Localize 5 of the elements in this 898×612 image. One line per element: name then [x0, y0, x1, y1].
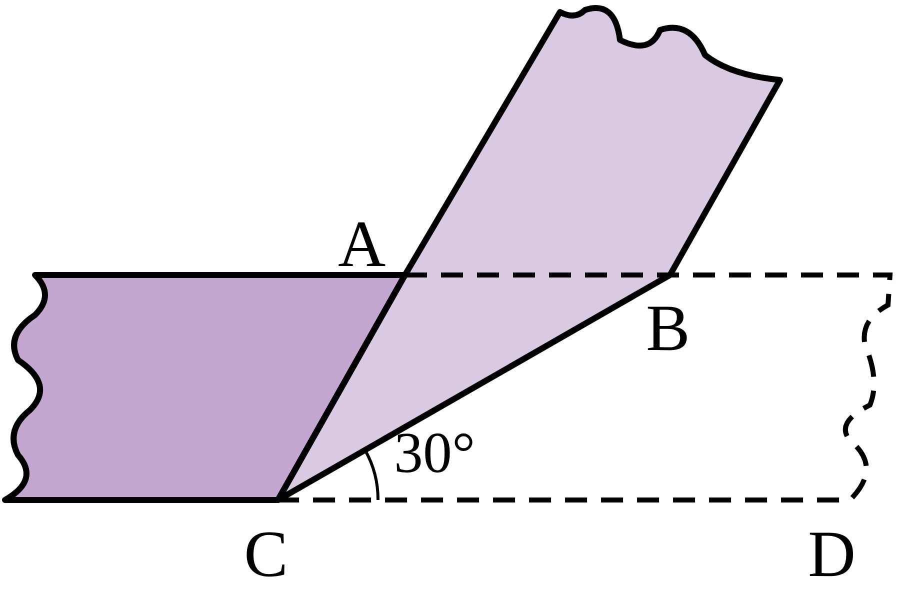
angle-label: 30°	[394, 424, 476, 482]
point-label: B	[646, 296, 690, 362]
point-label: A	[338, 212, 386, 278]
point-label: D	[808, 522, 856, 588]
point-label: C	[244, 522, 288, 588]
